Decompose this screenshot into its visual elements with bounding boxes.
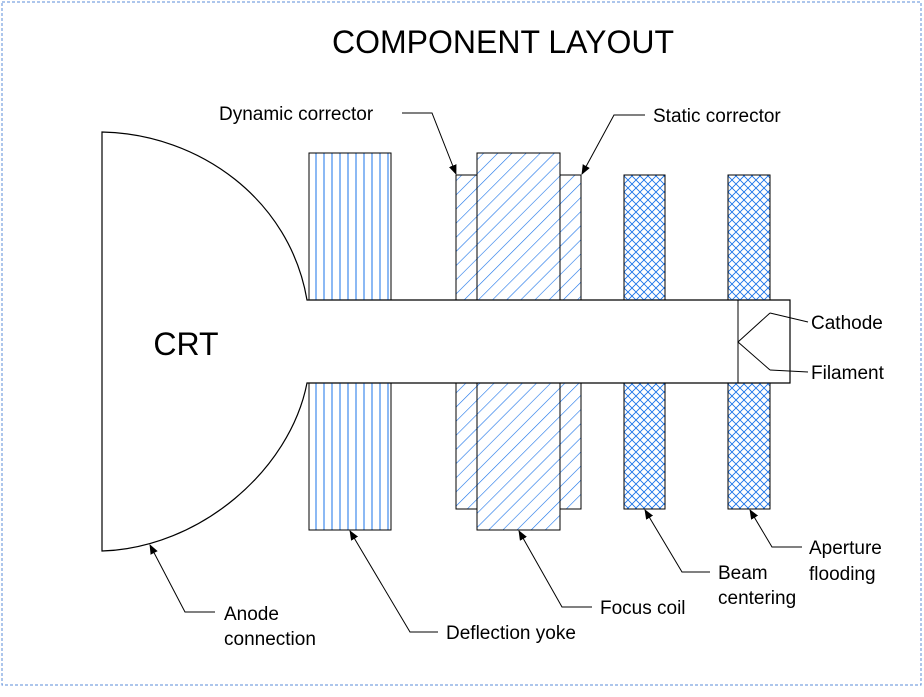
label-anode-connection: Anode connection: [224, 604, 316, 650]
page-frame: [1, 1, 922, 686]
label-aperture-flooding-line1: Aperture: [809, 538, 882, 559]
label-static-corrector: Static corrector: [653, 106, 781, 127]
label-beam-centering: Beam centering: [718, 563, 796, 609]
label-filament: Filament: [811, 363, 885, 384]
label-focus-coil: Focus coil: [600, 598, 686, 619]
leader-focus-coil: [518, 530, 592, 608]
leader-deflection-yoke: [349, 530, 438, 633]
deflection-yoke: [308, 152, 392, 531]
leader-dynamic-corrector: [402, 112, 457, 175]
crt-tube: [101, 131, 791, 552]
label-aperture-flooding: Aperture flooding: [809, 538, 887, 585]
focus-coil: [476, 152, 561, 531]
leader-filament: [769, 369, 809, 373]
electron-gun: [737, 300, 771, 383]
label-aperture-flooding-line2: flooding: [809, 564, 876, 585]
beam-centering-magnet: [623, 174, 666, 510]
aperture-flooding-magnet: [727, 174, 771, 510]
leader-static-corrector: [581, 114, 645, 175]
crt-label: CRT: [153, 326, 218, 362]
static-corrector: [559, 174, 582, 510]
leader-beam-centering: [644, 509, 710, 573]
label-beam-centering-line1: Beam: [718, 563, 768, 584]
label-deflection-yoke: Deflection yoke: [446, 623, 576, 644]
label-anode-connection-line2: connection: [224, 629, 316, 650]
label-cathode: Cathode: [811, 313, 883, 334]
leader-anode-connection: [149, 544, 215, 613]
label-beam-centering-line2: centering: [718, 588, 796, 609]
label-anode-connection-line1: Anode: [224, 604, 279, 625]
label-dynamic-corrector: Dynamic corrector: [219, 104, 374, 125]
leader-cathode: [769, 312, 809, 323]
diagram-title: COMPONENT LAYOUT: [332, 24, 674, 60]
leader-aperture-flooding: [749, 509, 802, 548]
